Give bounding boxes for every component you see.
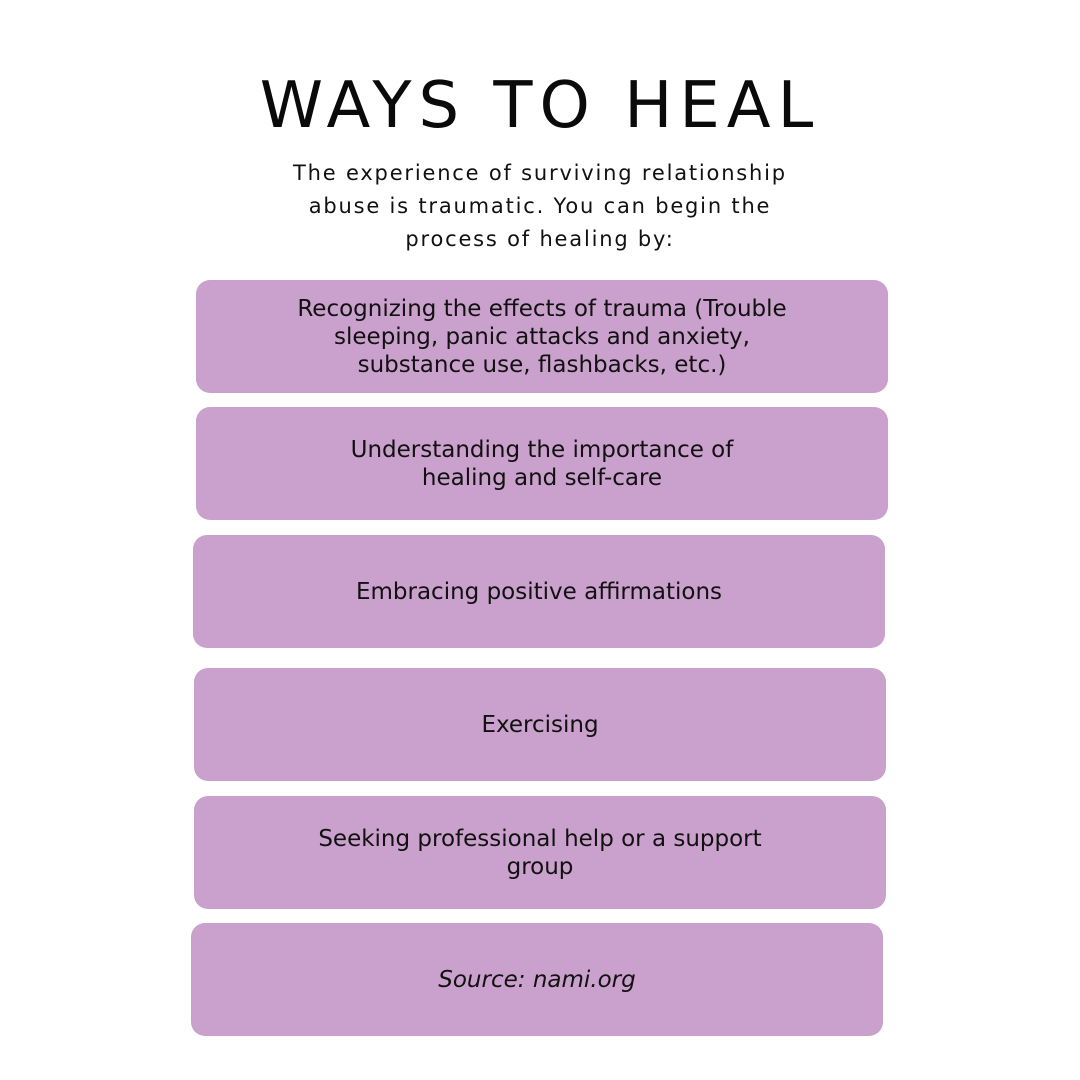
healing-step-card-self-care: Understanding the importance of healing … <box>196 407 888 520</box>
healing-step-card-professional-help: Seeking professional help or a support g… <box>194 796 886 909</box>
healing-step-text: Understanding the importance of healing … <box>350 436 734 491</box>
healing-step-card-exercising: Exercising <box>194 668 886 781</box>
source-card: Source: nami.org <box>191 923 883 1036</box>
intro-text: The experience of surviving relationship… <box>293 161 787 251</box>
healing-step-text: Recognizing the effects of trauma (Troub… <box>297 295 787 378</box>
healing-step-text: Exercising <box>481 711 599 738</box>
healing-step-text: Seeking professional help or a support g… <box>318 825 762 880</box>
source-text: Source: nami.org <box>438 966 636 993</box>
healing-step-text: Embracing positive affirmations <box>355 578 723 605</box>
page-title: WAYS TO HEAL <box>259 69 821 143</box>
healing-step-card-affirmations: Embracing positive affirmations <box>193 535 885 648</box>
healing-step-card-trauma-effects: Recognizing the effects of trauma (Troub… <box>196 280 888 393</box>
